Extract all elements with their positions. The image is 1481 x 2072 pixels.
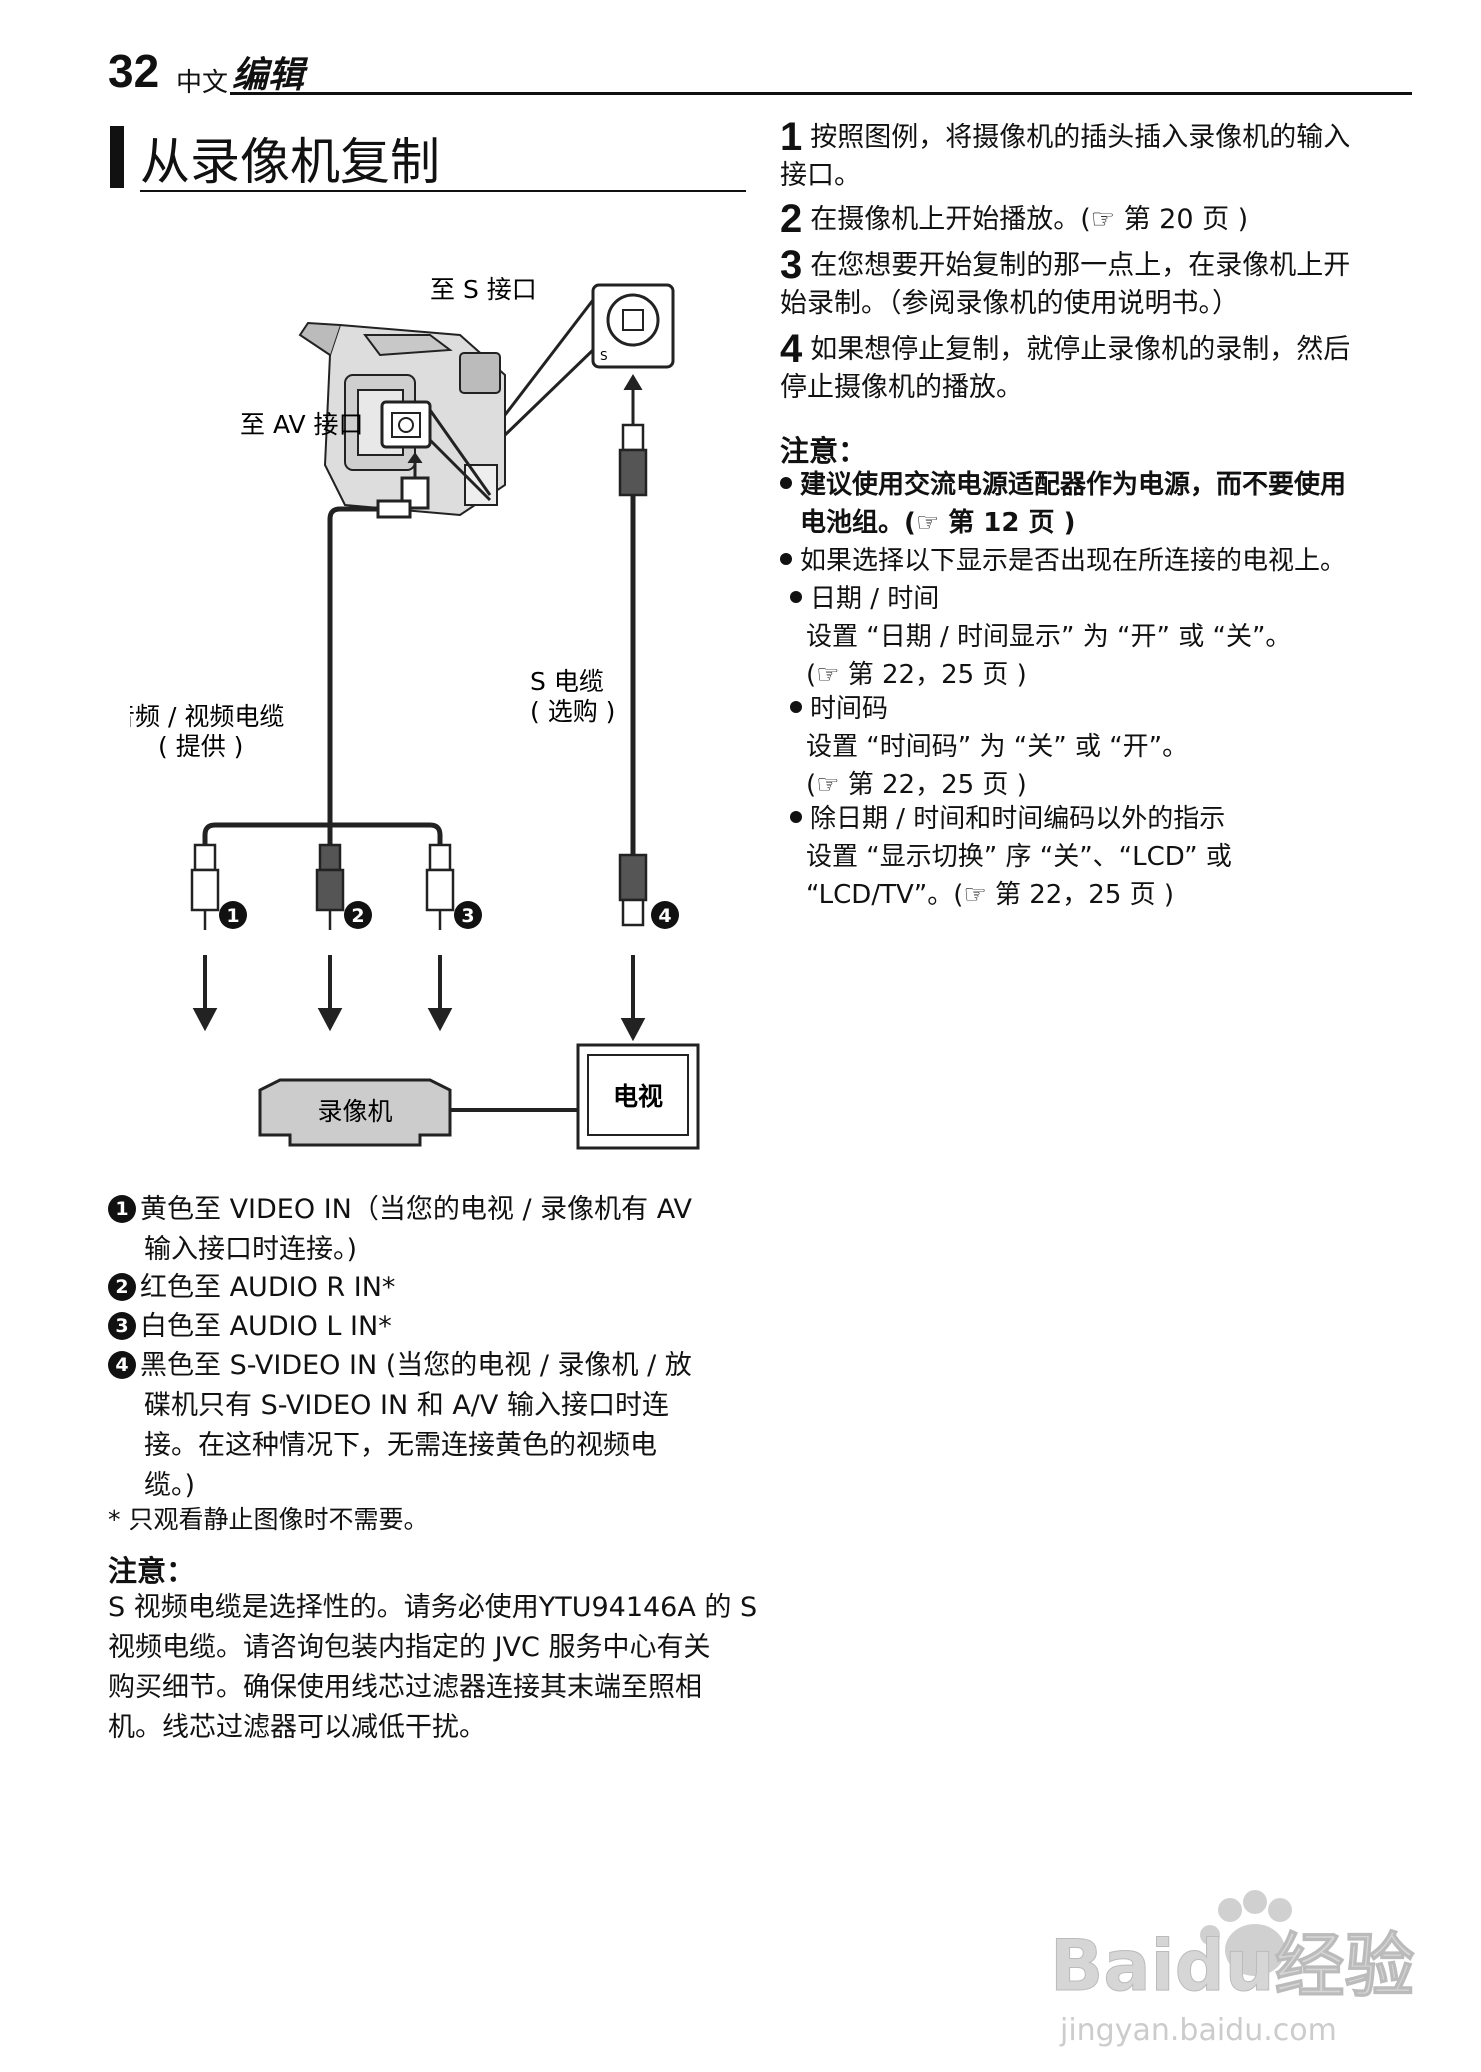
label-av-cable: 音频 / 视频电缆 xyxy=(130,702,284,731)
section-title: 编辑 xyxy=(232,55,305,96)
step-number: 3 xyxy=(780,243,803,287)
step-text-cont: 接口。 xyxy=(780,160,861,191)
title-bar xyxy=(110,126,124,188)
rca-plug-1 xyxy=(190,843,220,930)
page-title: 从录像机复制 xyxy=(140,133,440,191)
legend-marker-2: 2 xyxy=(108,1273,136,1301)
legend-text-1: 黄色至 VIDEO IN（当您的电视 / 录像机有 AV xyxy=(140,1194,692,1225)
rca-plug-2 xyxy=(315,843,345,930)
note-right-bullet-1: 建议使用交流电源适配器作为电源，而不要使用 电池组。(☞ 第 12 页 ) xyxy=(780,466,1420,542)
page-number: 32 xyxy=(108,45,160,97)
note-right-sub-3: 除日期 / 时间和时间编码以外的指示 设置 “显示切换” 序 “关”、“LCD”… xyxy=(780,800,1430,914)
svg-text:Baidu经验: Baidu经验 xyxy=(1050,1925,1415,2007)
label-s-cable: S 电缆 xyxy=(530,667,604,696)
title-rule xyxy=(140,190,746,192)
tv-label: 电视 xyxy=(613,1082,663,1111)
step-number: 4 xyxy=(780,327,803,371)
note-body-left: S 视频电缆是选择性的。请务必使用YTU94146A 的 S 视频电缆。请咨询包… xyxy=(108,1588,758,1748)
label-s-cable-note: ( 选购 ) xyxy=(530,697,615,726)
s-cable xyxy=(618,374,648,927)
header-rule xyxy=(230,92,1412,95)
legend-text-2: 红色至 AUDIO R IN* xyxy=(140,1272,396,1303)
label-av-port: 至 AV 接口 xyxy=(240,410,364,439)
s-port-letter: S xyxy=(600,349,608,363)
legend-text-1-cont: 输入接口时连接。) xyxy=(144,1234,358,1265)
bullet-icon xyxy=(780,553,792,565)
note-left-line: 视频电缆。请咨询包装内指定的 JVC 服务中心有关 xyxy=(108,1632,711,1663)
step-text: 如果想停止复制，就停止录像机的录制，然后 xyxy=(810,334,1351,365)
language-label: 中文 xyxy=(176,68,229,98)
legend-marker-3: 3 xyxy=(108,1312,136,1340)
vcr-illustration: 录像机 xyxy=(258,1078,452,1147)
label-av-cable-note: ( 提供 ) xyxy=(158,732,243,761)
marker-1: 1 xyxy=(226,905,239,927)
vcr-label: 录像机 xyxy=(317,1097,392,1126)
step-text-cont: 始录制。（参阅录像机的使用说明书。） xyxy=(780,288,1239,319)
bullet-icon xyxy=(790,591,802,603)
legend-marker-4: 4 xyxy=(108,1351,136,1379)
bullet-icon xyxy=(790,811,802,823)
note-right-sub-2: 时间码 设置 “时间码” 为 “关” 或 “开”。 (☞ 第 22，25 页 ) xyxy=(780,690,1430,804)
step-text: 在摄像机上开始播放。(☞ 第 20 页 ) xyxy=(810,204,1249,235)
s-port-box: S xyxy=(591,283,675,369)
bullet-icon xyxy=(790,701,802,713)
legend-text-3: 白色至 AUDIO L IN* xyxy=(140,1311,392,1342)
note-right-bullet-2: 如果选择以下显示是否出现在所连接的电视上。 xyxy=(780,542,1420,580)
marker-4: 4 xyxy=(658,905,671,927)
baidu-watermark: Baidu经验 jingyan.baidu.com xyxy=(1050,1890,1415,2048)
footnote: * 只观看静止图像时不需要。 xyxy=(108,1505,429,1534)
bullet-icon xyxy=(780,477,792,489)
rca-plug-3 xyxy=(425,843,455,930)
watermark-url: jingyan.baidu.com xyxy=(1059,2013,1337,2048)
step-text: 按照图例，将摄像机的插头插入录像机的输入 xyxy=(810,122,1351,153)
note-left-line: 机。线芯过滤器可以减低干扰。 xyxy=(108,1712,486,1743)
av-port-box xyxy=(380,400,432,449)
step-number: 2 xyxy=(780,197,803,241)
legend-text-4-cont: 碟机只有 S-VIDEO IN 和 A/V 输入接口时连 xyxy=(144,1390,669,1421)
note-left-line: S 视频电缆是选择性的。请务必使用YTU94146A 的 S xyxy=(108,1592,758,1623)
legend-text-4-cont2: 接。在这种情况下，无需连接黄色的视频电 xyxy=(144,1430,657,1461)
step-text-cont: 停止摄像机的播放。 xyxy=(780,372,1023,403)
label-s-port: 至 S 接口 xyxy=(430,275,537,304)
note-heading-left: 注意： xyxy=(108,1554,196,1588)
note-left-line: 购买细节。确保使用线芯过滤器连接其末端至照相 xyxy=(108,1672,702,1703)
legend-marker-1: 1 xyxy=(108,1195,136,1223)
marker-2: 2 xyxy=(351,905,364,927)
note-right-sub-1: 日期 / 时间 设置 “日期 / 时间显示” 为 “开” 或 “关”。 (☞ 第… xyxy=(780,580,1430,694)
note-heading-right: 注意： xyxy=(780,434,868,468)
legend-text-4: 黑色至 S-VIDEO IN (当您的电视 / 录像机 / 放 xyxy=(140,1350,692,1381)
av-cable xyxy=(202,452,443,845)
down-arrows xyxy=(192,955,646,1042)
legend-text-4-cont3: 缆。) xyxy=(144,1470,196,1501)
step-text: 在您想要开始复制的那一点上，在录像机上开 xyxy=(810,250,1351,281)
connection-diagram: S 至 S 接口 至 AV 接口 音频 / 视频电缆 ( 提供 ) S 电缆 (… xyxy=(130,275,700,1150)
marker-3: 3 xyxy=(461,905,474,927)
step-number: 1 xyxy=(780,115,803,159)
tv-illustration: 电视 xyxy=(576,1043,700,1150)
